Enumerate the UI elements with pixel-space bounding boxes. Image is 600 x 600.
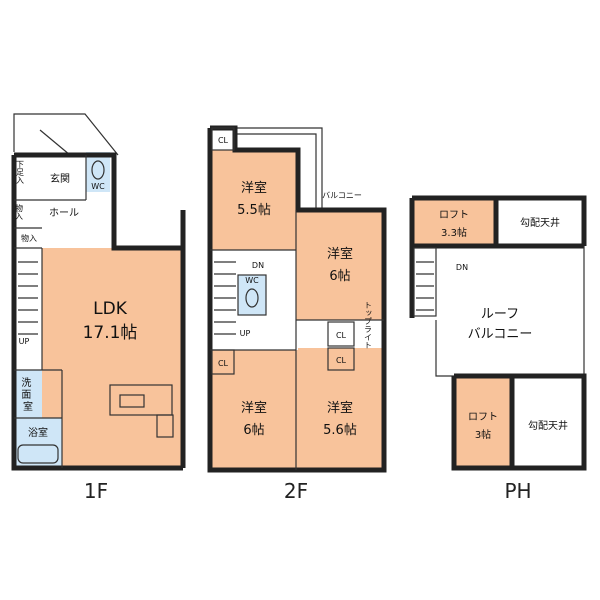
label-senmen-1: 洗	[21, 377, 31, 389]
label-senmen: 洗 面 室	[21, 377, 34, 413]
floor-label-1f: 1F	[84, 479, 108, 503]
label-cl-3: CL	[336, 331, 347, 340]
washroom	[14, 370, 42, 418]
wall-1f-top	[14, 152, 183, 251]
label-wc-1f: WC	[91, 182, 105, 191]
wall-ph-bottom	[451, 373, 587, 471]
stairs-ph-box	[413, 247, 437, 317]
wall-2f-outer	[207, 125, 387, 473]
kitchen-stove	[156, 414, 174, 438]
label-youshitsu-a-name: 洋室	[241, 180, 267, 196]
label-koubai-a: 勾配天井	[520, 216, 560, 229]
wc-2f	[238, 275, 266, 315]
room-youshitsu-d	[298, 348, 384, 470]
wc-1f	[86, 152, 110, 192]
label-ldk-size: 17.1帖	[83, 323, 138, 343]
label-youshitsu-a-size: 5.5帖	[237, 203, 271, 218]
label-youshitsu-c-name: 洋室	[241, 400, 267, 416]
cl-box-4	[327, 347, 355, 371]
koubai-a	[496, 198, 584, 246]
roof-balcony	[436, 246, 584, 376]
label-up-1f: UP	[19, 337, 30, 346]
wall-roof-left	[435, 320, 454, 377]
floor-1f: 玄関 WC 下足入 物入 物入 ホール LDK 17.1帖 洗 面 室 浴室 U…	[11, 113, 186, 503]
label-youshitsu-d-size: 5.6帖	[323, 423, 357, 438]
room-loft-b	[454, 376, 512, 468]
balcony-outline-inner	[235, 133, 317, 210]
label-cl-1: CL	[218, 136, 229, 145]
balcony-outline-outer	[235, 127, 323, 210]
label-cl-2: CL	[218, 359, 229, 368]
cl-box-1	[211, 127, 235, 151]
label-ldk-name: LDK	[93, 299, 128, 319]
label-roof-balcony-2: バルコニー	[468, 327, 533, 342]
floor-2f: CL CL CL CL 洋室 5.5帖 洋室 6帖 洋室 6帖 洋室 5.6帖 …	[207, 125, 387, 503]
room-youshitsu-c	[210, 350, 298, 470]
floor-label-2f: 2F	[284, 479, 308, 503]
label-youshitsu-d-name: 洋室	[327, 400, 353, 416]
label-wc-2f: WC	[245, 276, 259, 285]
floor-ph: ロフト 3.3帖 勾配天井 ルーフ バルコニー ロフト 3帖 勾配天井 DN P…	[409, 195, 587, 503]
label-cl-4: CL	[336, 356, 347, 365]
label-loft-a-name: ロフト	[439, 210, 469, 221]
label-youshitsu-b-size: 6帖	[329, 269, 350, 284]
koubai-b	[512, 376, 584, 468]
room-youshitsu-b	[296, 210, 384, 320]
wall-ph-top	[412, 195, 587, 246]
label-monoire-2: 物入	[21, 233, 37, 243]
bathroom	[14, 418, 62, 468]
room-youshitsu-a	[210, 150, 298, 250]
label-dn-ph: DN	[456, 263, 468, 272]
kitchen-counter	[109, 384, 173, 416]
label-dn-2f: DN	[252, 261, 264, 270]
wc-2f-wall	[237, 274, 267, 316]
stairs-1f	[18, 261, 38, 335]
toilet-2f	[245, 288, 259, 308]
room-loft-a	[412, 198, 496, 246]
bathtub	[17, 444, 59, 464]
label-loft-a-size: 3.3帖	[441, 226, 467, 239]
stairs-2f	[214, 261, 236, 335]
cl-box-3	[327, 321, 355, 347]
label-senmen-2: 面	[21, 390, 31, 401]
cl-box-2	[211, 349, 235, 375]
label-roof-balcony-1: ルーフ	[481, 307, 519, 322]
entrance-canopy	[13, 113, 119, 156]
label-loft-b-size: 3帖	[475, 428, 491, 441]
label-koubai-b: 勾配天井	[528, 419, 568, 432]
label-toplight: トップライト	[364, 301, 373, 349]
kitchen-sink	[119, 394, 145, 408]
label-loft-b-name: ロフト	[468, 412, 498, 423]
stairs-ph	[416, 261, 434, 311]
entrance-door-swing	[39, 129, 71, 156]
floor-label-ph: PH	[504, 479, 531, 503]
label-senmen-3: 室	[23, 400, 33, 413]
ldk-room	[42, 248, 183, 468]
label-yokushitsu: 浴室	[28, 426, 48, 439]
label-youshitsu-c-size: 6帖	[243, 423, 264, 438]
label-youshitsu-b-name: 洋室	[327, 246, 353, 262]
label-shitaashi: 下足入	[16, 160, 25, 184]
label-balcony: バルコニー	[322, 191, 362, 200]
wall-1f-left-bottom	[11, 155, 183, 471]
toilet-1f	[91, 160, 105, 180]
label-up-2f: UP	[240, 329, 251, 338]
label-monoire-1: 物入	[15, 203, 24, 220]
label-genkan: 玄関	[50, 172, 70, 185]
label-hall: ホール	[49, 207, 79, 219]
